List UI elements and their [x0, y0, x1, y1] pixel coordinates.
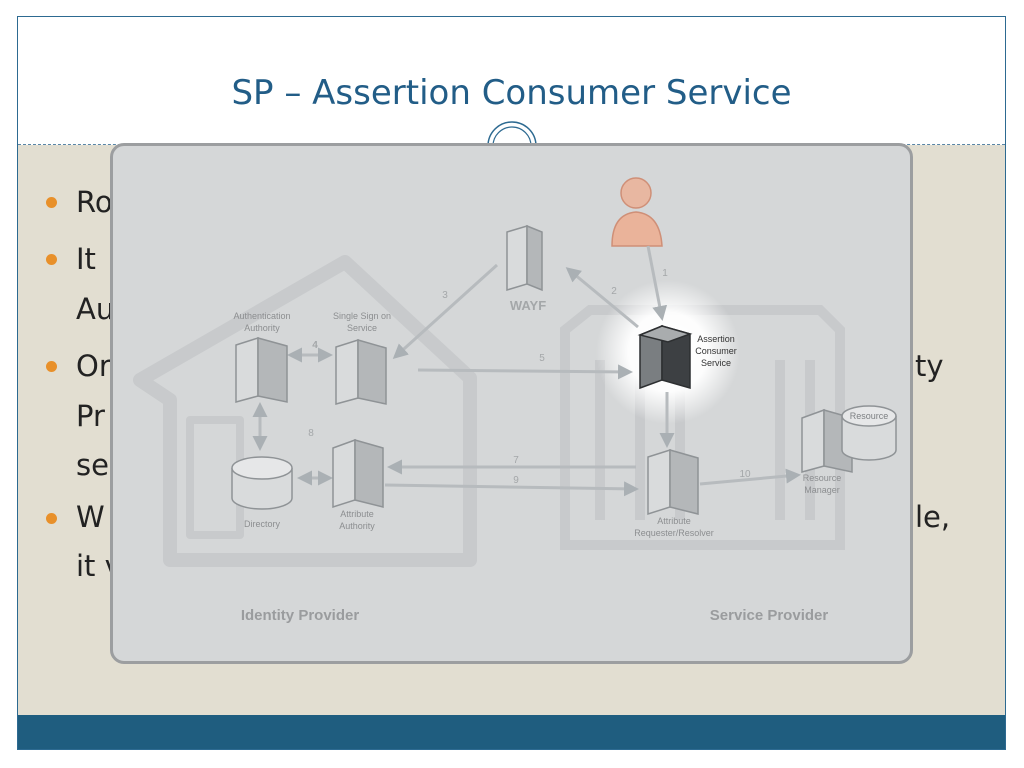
attribute-authority-label: Authority [339, 521, 375, 531]
edge-label: 3 [442, 290, 448, 301]
attribute-requester-label: Requester/Resolver [634, 528, 714, 538]
bullet-dot [46, 254, 57, 265]
service-provider-building-icon [560, 305, 845, 550]
single-sign-on-label: Single Sign on [333, 311, 391, 321]
footer-bar [18, 715, 1005, 749]
bullet-text: Or [76, 349, 111, 383]
resource-manager-label: Resource [803, 473, 842, 483]
wayf-server-icon [506, 224, 543, 292]
bullet-text-right: ty [915, 349, 944, 383]
bullet-text: Au [76, 292, 115, 326]
attribute-authority-label: Attribute [340, 509, 374, 519]
bullet-text-right: le, [915, 500, 951, 534]
directory-label: Directory [244, 519, 281, 529]
edge-label: 10 [739, 469, 751, 480]
identity-provider-label: Identity Provider [241, 607, 360, 624]
edge-label: 2 [611, 286, 617, 297]
bullet-text: Ro [76, 185, 113, 219]
single-sign-on-label: Service [347, 323, 377, 333]
attribute-requester-label: Attribute [657, 516, 691, 526]
bullet-dot [46, 197, 57, 208]
service-provider-label: Service Provider [710, 607, 829, 624]
bullet-text: W [76, 500, 105, 534]
assertion-consumer-label: Service [701, 358, 731, 368]
bullet-dot [46, 361, 57, 372]
slide-title: SP – Assertion Consumer Service [231, 73, 792, 113]
authentication-authority-label: Authority [244, 323, 280, 333]
attribute-requester-server-icon [647, 448, 699, 516]
assertion-consumer-label: Assertion [697, 334, 735, 344]
resource-manager-label: Manager [804, 485, 840, 495]
attribute-authority-server-icon [332, 438, 384, 509]
user-icon [611, 177, 663, 247]
resource-database-icon [841, 405, 897, 461]
identity-provider-house-icon [133, 255, 477, 567]
bullet-dot [46, 513, 57, 524]
wayf-label: WAYF [510, 298, 546, 313]
assertion-consumer-label: Consumer [695, 346, 737, 356]
resource-label: Resource [850, 411, 889, 421]
bullet-text: Pr [76, 399, 105, 433]
edge-label: 9 [513, 475, 519, 486]
edge-label: 8 [308, 428, 314, 439]
authentication-authority-server-icon [235, 336, 288, 403]
authentication-authority-label: Authentication [233, 311, 290, 321]
single-sign-on-server-icon [335, 338, 387, 405]
edge-label: 7 [513, 455, 519, 466]
directory-database-icon [231, 456, 293, 510]
assertion-consumer-server-icon [637, 324, 693, 390]
bullet-text: It [76, 242, 96, 276]
title-ornament-icon [487, 121, 537, 146]
edge-label: 1 [662, 268, 668, 279]
bullet-text: se [76, 448, 109, 482]
diagram-edges [252, 245, 801, 497]
edge-label: 4 [312, 340, 318, 351]
edge-label: 5 [539, 353, 545, 364]
